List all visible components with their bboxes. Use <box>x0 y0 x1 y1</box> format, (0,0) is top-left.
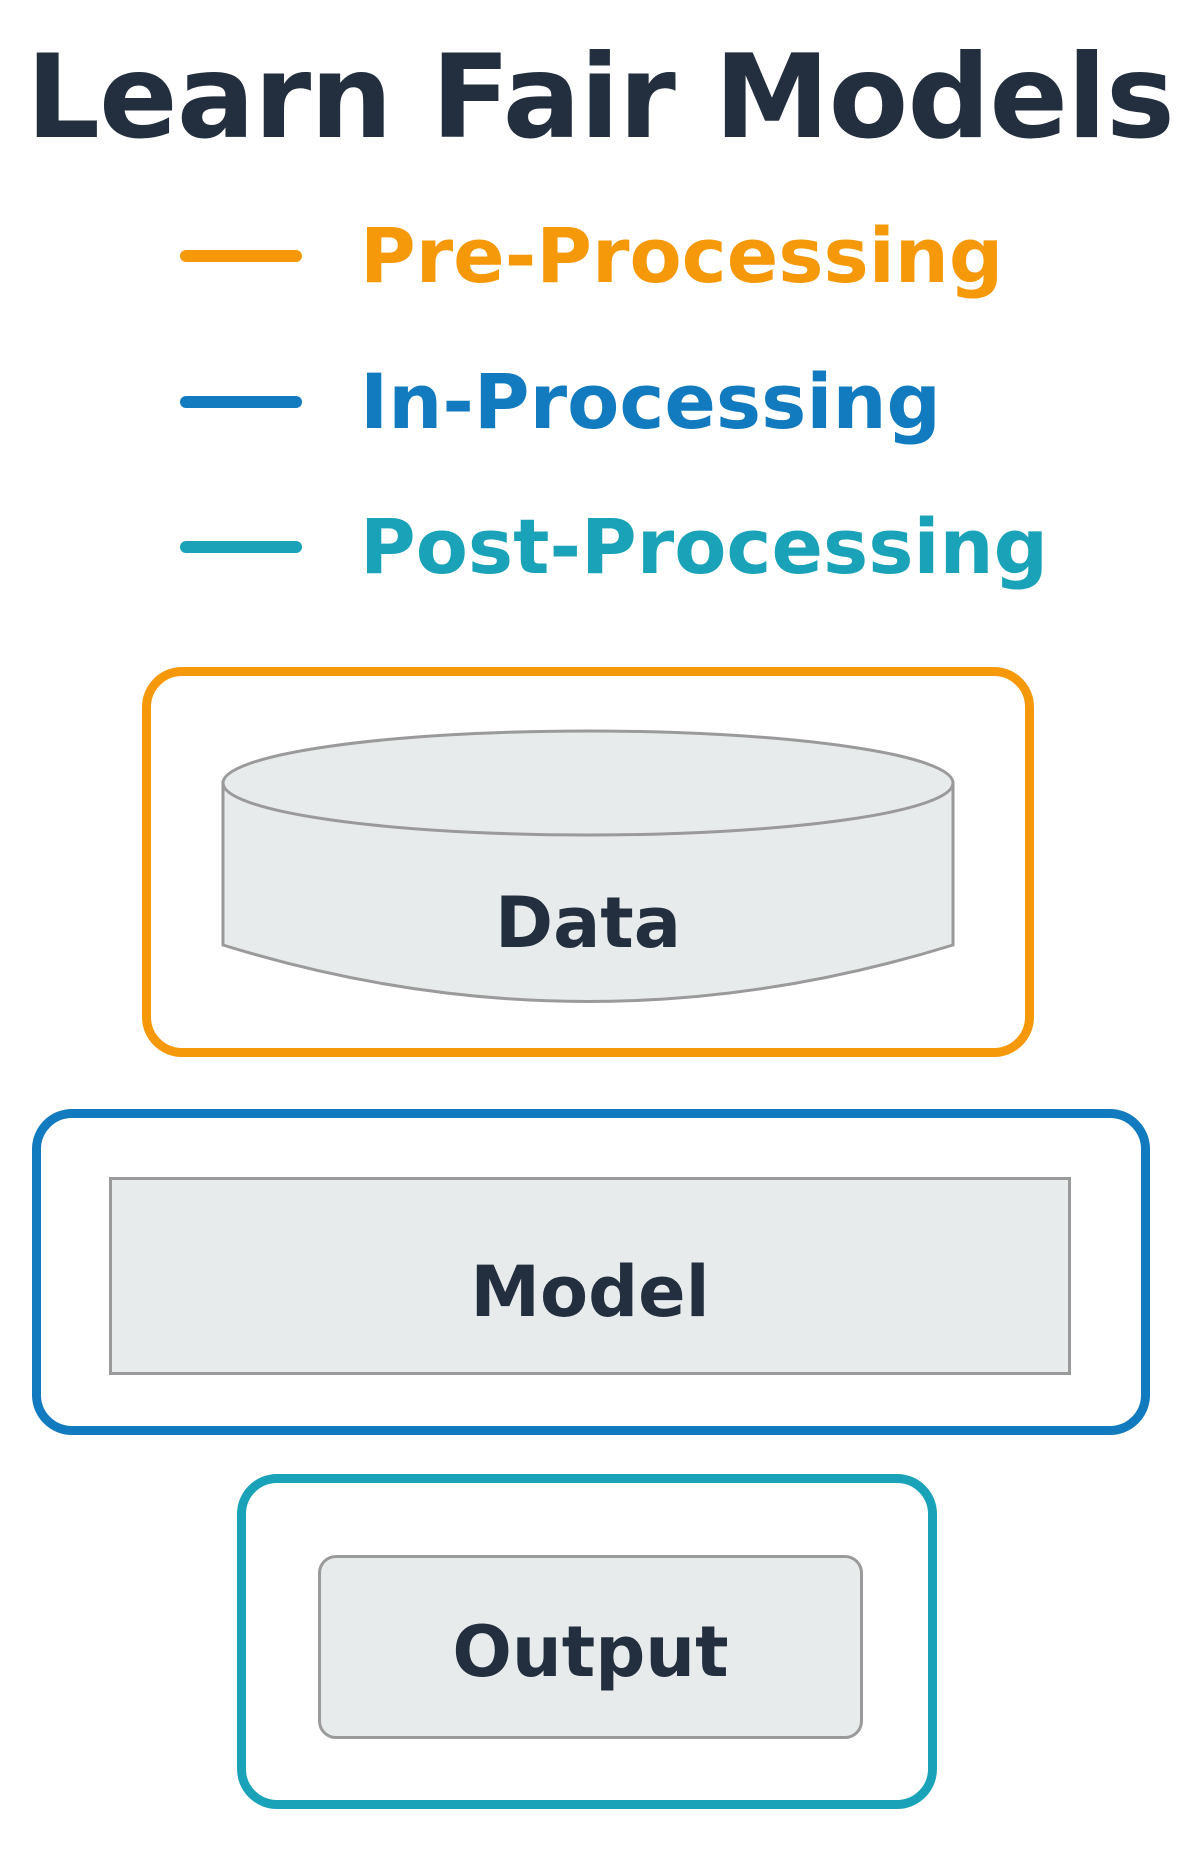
diagram-title: Learn Fair Models <box>26 30 1175 165</box>
legend-swatch-pre-processing <box>180 250 302 262</box>
legend-label-in-processing: In-Processing <box>360 357 941 446</box>
output-node-label: Output <box>452 1611 729 1693</box>
model-node <box>109 1177 1071 1375</box>
legend-label-pre-processing: Pre-Processing <box>360 211 1004 300</box>
cylinder-top <box>221 729 955 837</box>
legend-swatch-in-processing <box>180 396 302 408</box>
data-node-label: Data <box>494 882 682 964</box>
legend-swatch-post-processing <box>180 541 302 553</box>
legend-label-post-processing: Post-Processing <box>360 502 1049 591</box>
output-node <box>318 1555 863 1739</box>
model-node-label: Model <box>470 1251 710 1333</box>
cylinder-body <box>221 781 955 1003</box>
data-cylinder-icon <box>221 729 955 1003</box>
